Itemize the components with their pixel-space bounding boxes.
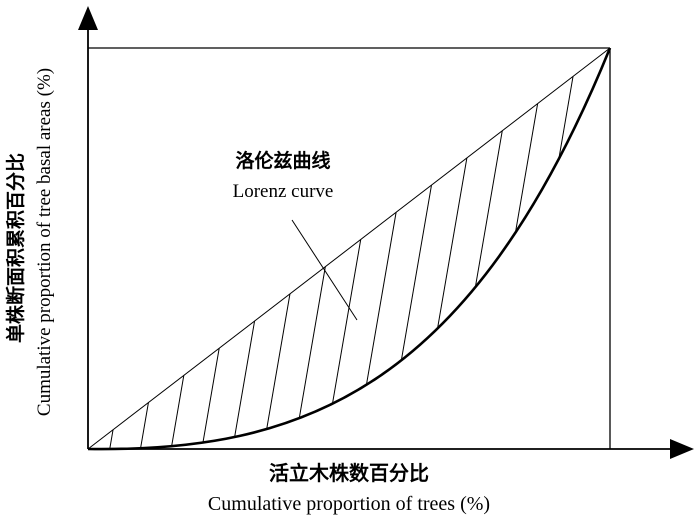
hatch-line — [197, 48, 273, 450]
hatch-line — [474, 48, 550, 450]
hatch-line — [351, 48, 427, 450]
annotation-label-cn: 洛伦兹曲线 — [235, 149, 330, 172]
x-axis-arrow-icon — [670, 439, 694, 459]
equality-line — [87, 47, 611, 450]
x-axis-label-cn: 活立木株数百分比 — [269, 461, 429, 485]
y-axis-arrow-icon — [78, 6, 98, 30]
hatch-line — [443, 48, 519, 450]
y-axis-label-en: Cumulative proportion of tree basal area… — [34, 68, 55, 416]
hatch-line — [167, 48, 243, 450]
hatch-line — [105, 48, 181, 450]
hatch-line — [504, 48, 580, 450]
hatch-line — [228, 48, 304, 450]
hatch-line — [88, 48, 120, 450]
hatch-line — [381, 48, 457, 450]
hatch-line — [259, 48, 335, 450]
hatch-line — [88, 48, 150, 450]
hatch-line — [412, 48, 488, 450]
hatch-line — [320, 48, 396, 450]
hatch-line — [136, 48, 212, 450]
x-axis-label-en: Cumulative proportion of trees (%) — [208, 493, 490, 515]
y-axis-label-cn: 单株断面积累积百分比 — [4, 153, 27, 343]
annotation-label-en: Lorenz curve — [233, 181, 334, 202]
annotation-leader-line — [291, 219, 358, 321]
lorenz-curve — [87, 47, 612, 451]
